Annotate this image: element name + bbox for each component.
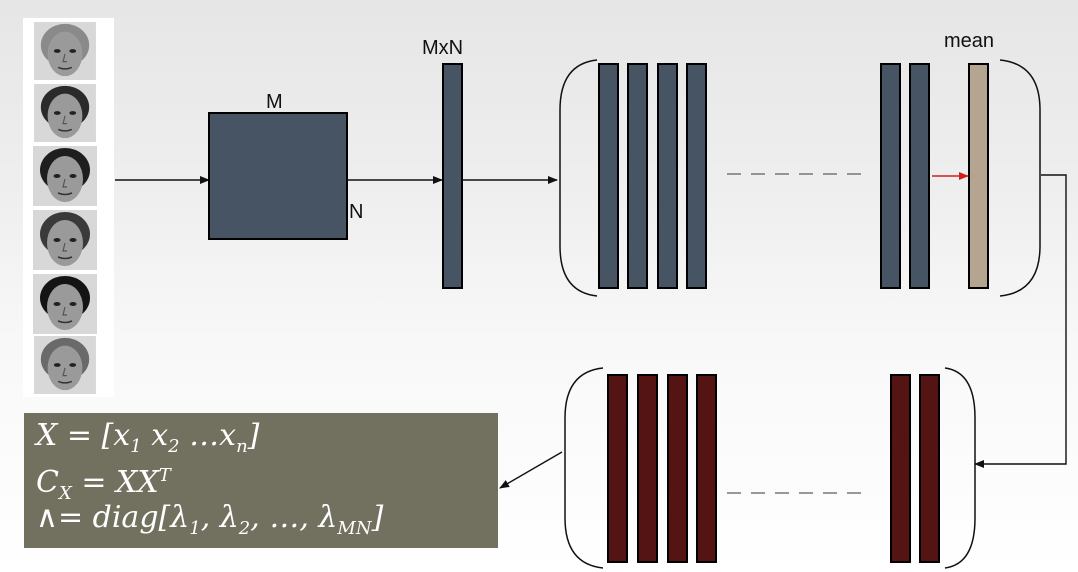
equation-box: X = [x1 x2 …xn] CX = XXT ∧= diag[λ1, λ2,… [24,413,498,548]
matrix-height-label: N [349,201,363,223]
face-5-image [33,274,97,334]
arrow-set-to-eigen [974,174,1067,468]
eigen-bar-2 [637,374,658,563]
equation-covariance: CX = XXT [36,459,171,511]
top-set-left-bracket [559,59,598,297]
equation-data-matrix: X = [x1 x2 …xn] [36,419,259,464]
face-images-strip [23,18,114,397]
arrow-eigen-to-equations [499,451,563,489]
eq-c-sub: X [58,483,72,504]
eq-equals-bracket: = [ [66,418,114,453]
eq-l1-sub: 1 [189,518,201,539]
eq-sep1: , [200,500,220,535]
eq-lmn-sub: MN [337,518,372,539]
vector-bar-n [909,63,930,289]
matrix-width-label: M [266,91,283,113]
face-2-image [33,84,97,142]
image-matrix-block [208,112,348,240]
face-6-image [33,336,97,394]
vector-size-label: MxN [422,37,463,59]
bottom-set-left-bracket [564,367,604,569]
equation-eigenvalues: ∧= diag[λ1, λ2, …, λMN] [36,501,383,546]
face-4-image [33,210,97,270]
eq-xn-sub: n [236,436,248,457]
bottom-set-right-bracket [944,367,976,569]
face-portrait-icon [34,336,96,394]
mean-vector-bar [968,63,989,289]
eq-close-bracket-2: ] [371,500,384,535]
eigen-bar-n-1 [890,374,911,563]
vector-bar-3 [657,63,678,289]
eq-l2-sub: 2 [238,518,251,539]
eq-l2: λ [219,500,239,535]
eq-sep2: , …, [250,500,319,535]
eigen-bar-4 [696,374,717,563]
eq-transpose: T [158,465,171,486]
eq-dots: … [189,418,220,453]
image-vector-bar [442,63,463,289]
top-set-right-bracket [999,59,1041,297]
face-portrait-icon [34,22,96,80]
eigen-bar-n [919,374,940,563]
eq-x2: x [151,418,169,453]
eq-lambda-diag: ∧= diag[ [36,500,171,535]
vector-bar-4 [686,63,707,289]
vector-bar-2 [627,63,648,289]
face-portrait-icon [34,84,96,142]
eq-lmn: λ [318,500,338,535]
eq-x: X [36,418,58,453]
eq-x1-sub: 1 [130,436,142,457]
eq-x2-sub: 2 [168,436,180,457]
mean-label: mean [944,30,994,52]
eq-x1: x [113,418,131,453]
eq-xn: x [219,418,237,453]
eq-close-bracket: ] [247,418,260,453]
eigen-bar-3 [667,374,688,563]
vector-bar-1 [598,63,619,289]
face-portrait-icon [33,146,97,206]
eq-xxt: = XX [81,465,159,500]
face-1-image [33,22,97,80]
eq-c: C [36,465,59,500]
vector-bar-n-1 [880,63,901,289]
face-3-image [33,146,97,206]
eq-l1: λ [170,500,190,535]
face-portrait-icon [33,274,97,334]
face-portrait-icon [33,210,97,270]
eigen-bar-1 [607,374,628,563]
